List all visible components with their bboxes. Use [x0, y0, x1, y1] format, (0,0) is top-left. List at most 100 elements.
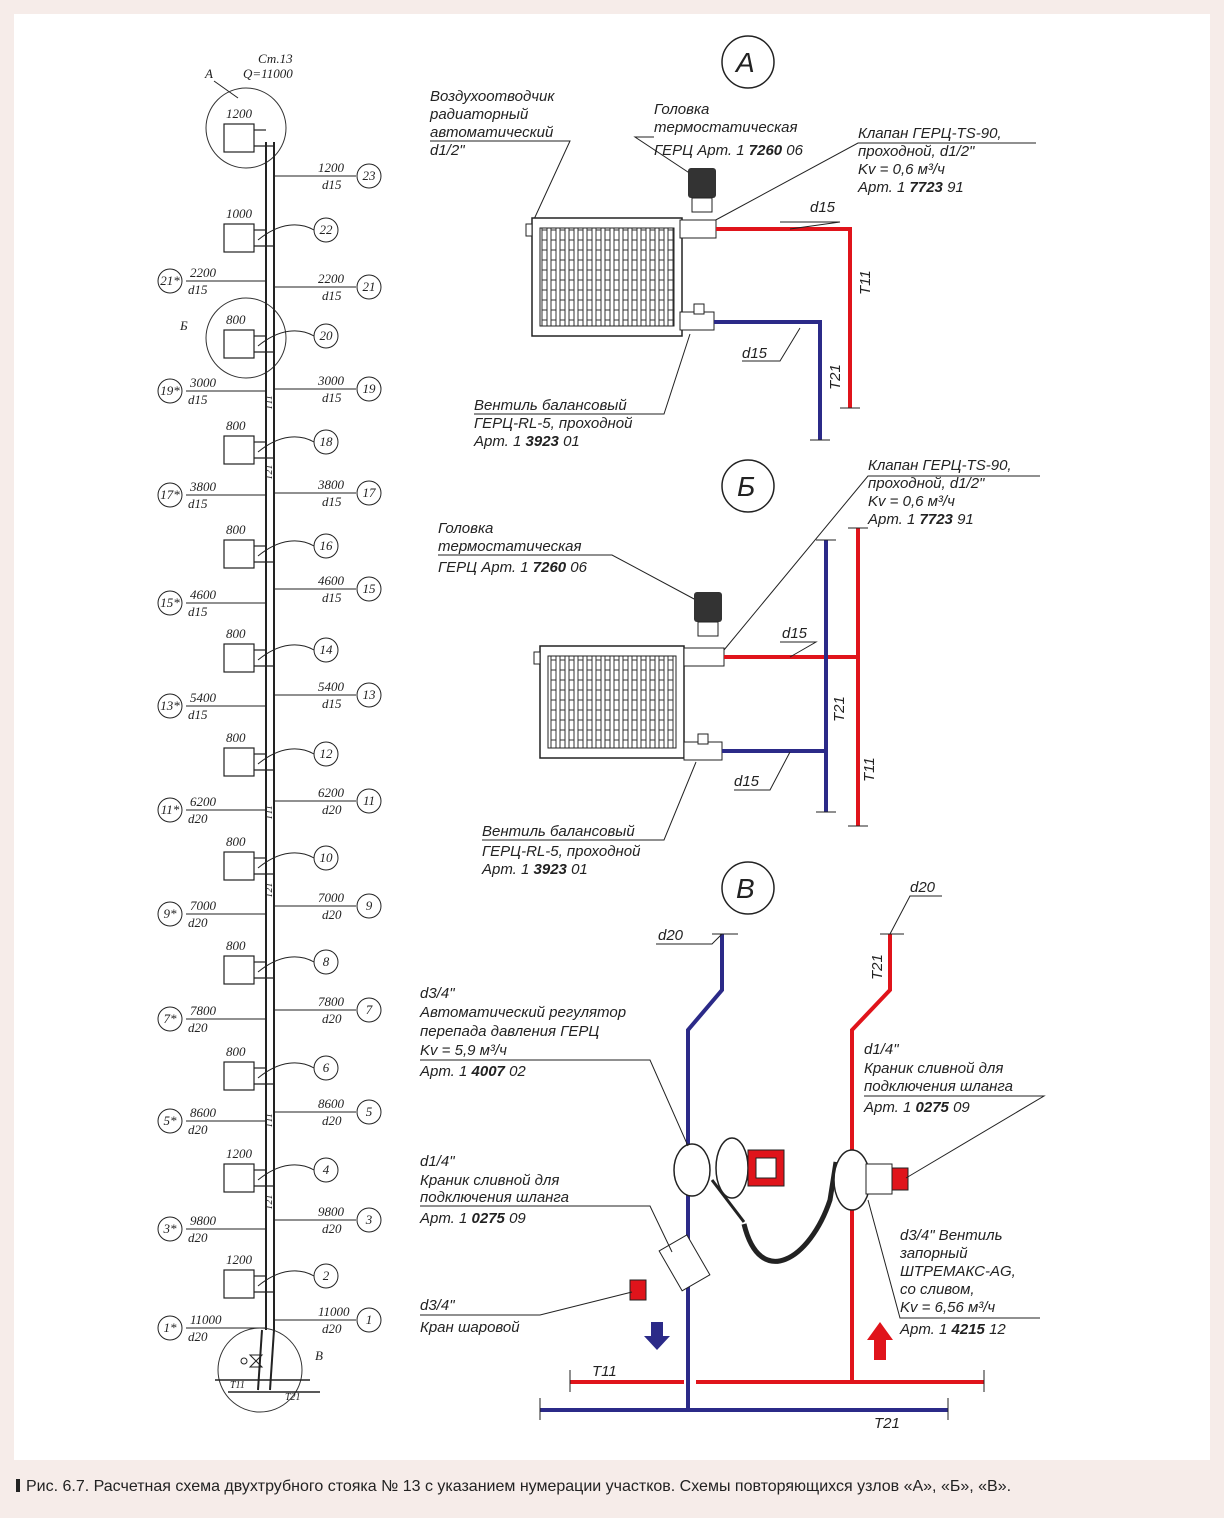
v-shut-art: Арт. 1 4215 12 — [899, 1321, 1006, 1338]
v-shutoff-valve — [833, 1149, 871, 1211]
riser-left-section-number: 19* — [160, 383, 180, 398]
riser-radiator-load: 800 — [226, 312, 246, 327]
riser-right-section-circle — [356, 1099, 382, 1125]
b-bal-1: Вентиль балансовый — [482, 823, 635, 840]
v-arrow-down — [644, 1322, 670, 1350]
riser-section-circle — [313, 949, 339, 975]
a-air-vent-1: Воздухоотводчик — [430, 88, 555, 105]
riser-pipe-marking: T21 — [264, 464, 275, 480]
v-drain-l-art: Арт. 1 0275 09 — [419, 1210, 526, 1227]
riser-left-section-circle — [157, 797, 183, 823]
riser-right-section-load: 7000 — [318, 890, 345, 905]
riser-left-section-load: 5400 — [190, 690, 217, 705]
b-bal-2: ГЕРЦ-RL-5, проходной — [482, 843, 641, 860]
riser-left-section-circle — [157, 268, 183, 294]
node-a-circle — [205, 87, 287, 169]
riser-section-number: 12 — [320, 746, 334, 761]
riser-right-section-diameter: d15 — [322, 590, 342, 605]
riser-right-section-diameter: d20 — [322, 1011, 342, 1026]
riser-right-section-circle — [356, 893, 382, 919]
riser-diagram: Ст.13 Q=11000 А Б В T11 T21 120010008008… — [157, 51, 382, 1413]
riser-left-section-load: 11000 — [190, 1312, 222, 1327]
riser-right-section-diameter: d20 — [322, 907, 342, 922]
riser-right-section-load: 6200 — [318, 785, 345, 800]
riser-radiator-load: 1000 — [226, 206, 253, 221]
v-drain-l-3: подключения шланга — [420, 1189, 569, 1206]
riser-left-section-circle — [157, 1315, 183, 1341]
b-head-1: Головка — [438, 520, 493, 537]
riser-left-section-number: 9* — [164, 906, 178, 921]
riser-right-section-load: 8600 — [318, 1096, 345, 1111]
riser-section-leader — [257, 1270, 315, 1287]
riser-right-section-circle — [356, 1207, 382, 1233]
riser-right-section-diameter: d15 — [322, 390, 342, 405]
riser-radiator — [223, 539, 255, 569]
riser-section-number: 2 — [323, 1268, 330, 1283]
a-head-3: ГЕРЦ Арт. 1 7260 06 — [654, 142, 804, 159]
node-b-circle-label — [721, 459, 775, 513]
a-t11: T11 — [857, 270, 874, 295]
a-t21: T21 — [827, 364, 844, 390]
riser-right-section-circle — [356, 997, 382, 1023]
riser-left-section-number: 21* — [160, 273, 180, 288]
riser-left-section-diameter: d20 — [188, 811, 208, 826]
v-regulator-body — [673, 1143, 711, 1197]
riser-section-leader — [257, 956, 315, 973]
riser-radiator — [223, 1163, 255, 1193]
riser-left-section-circle — [157, 1108, 183, 1134]
riser-section-circle — [313, 637, 339, 663]
v-impulse-hose — [741, 1161, 839, 1264]
riser-right-section-circle — [356, 576, 382, 602]
figure-caption: Рис. 6.7. Расчетная схема двухтрубного с… — [0, 1478, 1224, 1502]
riser-right-section-circle — [356, 480, 382, 506]
b-d-bottom: d15 — [734, 773, 760, 790]
riser-radiator-load: 800 — [226, 938, 246, 953]
riser-left-section-number: 3* — [163, 1221, 178, 1236]
v-ball-1: d3/4" — [420, 1297, 455, 1314]
b-head-2: термостатическая — [438, 538, 582, 555]
node-a-detail: А Воздухоотводчик радиаторный автоматиче… — [429, 35, 1036, 450]
riser-pipe-marking: T11 — [264, 805, 275, 820]
v-drain-r-art: Арт. 1 0275 09 — [863, 1099, 970, 1116]
riser-schematic-drawing: Ст.13 Q=11000 А Б В T11 T21 120010008008… — [157, 35, 1046, 1432]
node-b-detail: Б Клапан ГЕРЦ-TS-90, проходной, d1/2" Kv… — [438, 457, 1040, 878]
a-head-2: термостатическая — [654, 119, 798, 136]
riser-left-section-diameter: d20 — [188, 915, 208, 930]
riser-right-section-load: 4600 — [318, 573, 345, 588]
riser-right-section-load: 1200 — [318, 160, 345, 175]
v-ball-2: Кран шаровой — [420, 1319, 520, 1336]
riser-right-section-load: 5400 — [318, 679, 345, 694]
riser-radiator — [223, 955, 255, 985]
riser-right-section-load: 7800 — [318, 994, 345, 1009]
node-v-detail: В d20 d20 T21 T11 T21 — [419, 861, 1046, 1432]
riser-left-section-number: 5* — [164, 1113, 178, 1128]
riser-right-section-circle — [356, 163, 382, 189]
v-d-right: d20 — [910, 879, 936, 896]
a-balance-valve — [679, 311, 715, 331]
a-bal-2: ГЕРЦ-RL-5, проходной — [474, 415, 633, 432]
v-main-t11-label: T11 — [592, 1363, 617, 1380]
a-return-pipe — [714, 320, 822, 440]
riser-section-number: 4 — [323, 1162, 330, 1177]
riser-right-section-number: 1 — [366, 1312, 373, 1327]
riser-radiator — [223, 747, 255, 777]
riser-left-section-diameter: d15 — [188, 496, 208, 511]
a-valve-1: Клапан ГЕРЦ-TS-90, — [858, 125, 1002, 142]
riser-section-circle — [313, 429, 339, 455]
riser-right-section-number: 9 — [366, 898, 373, 913]
a-bal-1: Вентиль балансовый — [474, 397, 627, 414]
a-valve-art: Арт. 1 7723 91 — [857, 179, 964, 196]
a-head-1: Головка — [654, 101, 709, 118]
node-v-circle-label — [721, 861, 775, 915]
v-arrow-up — [867, 1322, 893, 1360]
riser-right-section-load: 9800 — [318, 1204, 345, 1219]
riser-section-number: 8 — [323, 954, 330, 969]
riser-radiator — [223, 123, 255, 153]
b-t11: T11 — [861, 757, 878, 782]
a-valve-kv: Kv = 0,6 м³/ч — [858, 161, 945, 178]
riser-left-section-diameter: d20 — [188, 1329, 208, 1344]
v-shut-kv: Kv = 6,56 м³/ч — [900, 1299, 995, 1316]
riser-right-section-diameter: d15 — [322, 494, 342, 509]
riser-pipe-marking: T21 — [264, 1194, 275, 1210]
riser-right-section-diameter: d15 — [322, 696, 342, 711]
